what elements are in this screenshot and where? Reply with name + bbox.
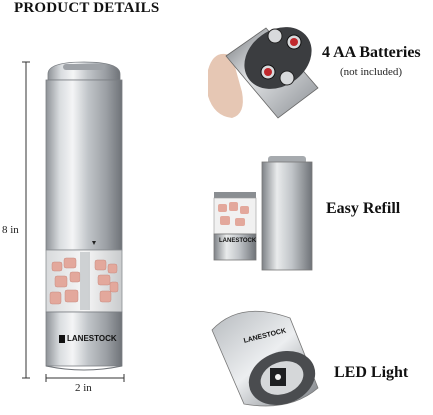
width-label: 2 in (75, 382, 92, 394)
height-label: 8 in (2, 224, 19, 236)
feature-refill-title: Easy Refill (326, 200, 401, 217)
feature-led-title: LED Light (334, 364, 409, 381)
brand-logo-refill: LANESTOCK (219, 238, 257, 244)
feature-batteries-subtitle: (not included) (340, 66, 403, 78)
brand-logo-main: LANESTOCK (67, 334, 117, 343)
page-title: PRODUCT DETAILS (14, 0, 160, 16)
feature-batteries-title: 4 AA Batteries (322, 44, 421, 61)
